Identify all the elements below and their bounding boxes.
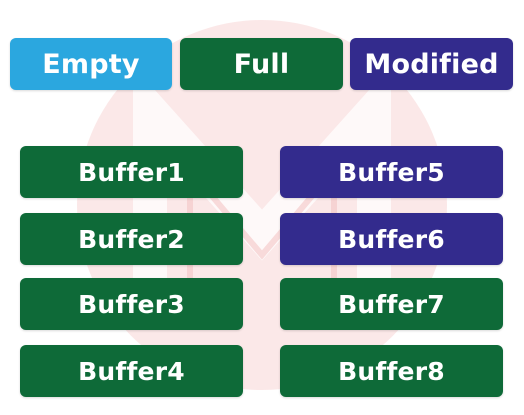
legend-full: Full <box>180 38 343 90</box>
buffer-7: Buffer7 <box>280 278 503 330</box>
buffer-4: Buffer4 <box>20 345 243 397</box>
legend-empty: Empty <box>10 38 172 90</box>
buffer-5: Buffer5 <box>280 146 503 198</box>
buffer-2: Buffer2 <box>20 213 243 265</box>
buffer-3: Buffer3 <box>20 278 243 330</box>
buffer-6: Buffer6 <box>280 213 503 265</box>
legend-modified: Modified <box>350 38 513 90</box>
buffer-1: Buffer1 <box>20 146 243 198</box>
buffer-8: Buffer8 <box>280 345 503 397</box>
